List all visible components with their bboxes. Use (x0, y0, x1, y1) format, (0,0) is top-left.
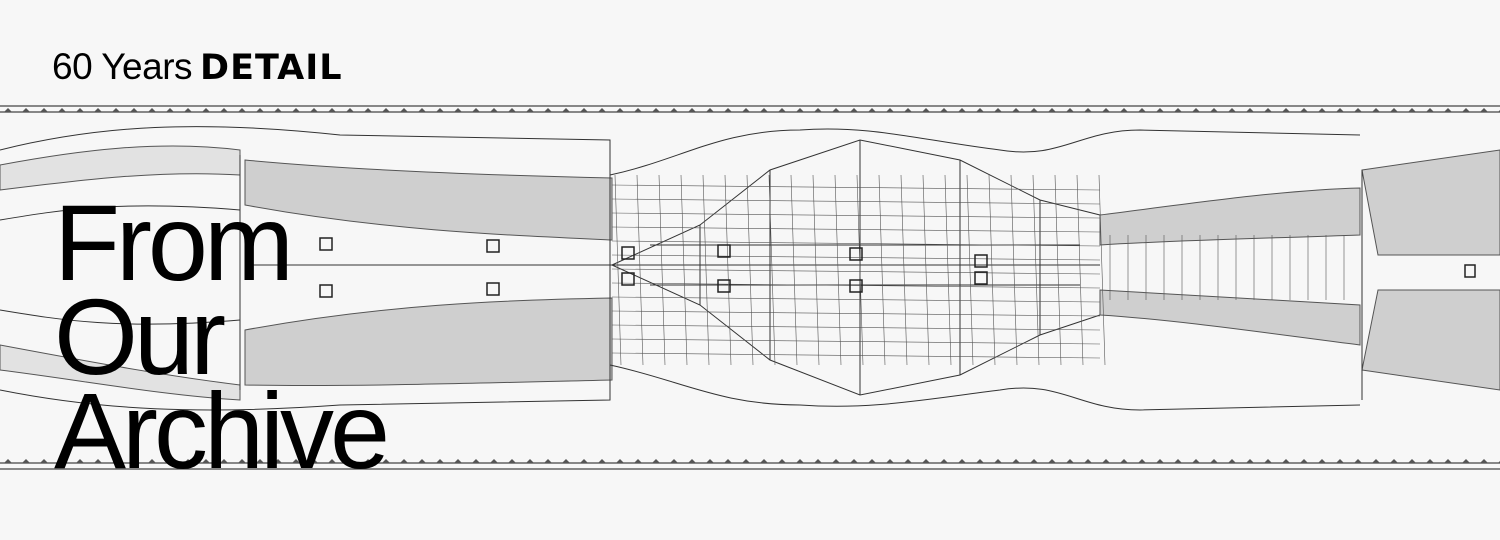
plan-outline (0, 126, 1363, 411)
rail-scallops (4, 108, 1500, 463)
headline-line-3: Archive (54, 370, 390, 491)
kicker-prefix: 60 Years (52, 46, 193, 87)
headline-line-2: Our (54, 276, 226, 397)
plan-columns (319, 237, 1476, 298)
brand-logo-detail: DETAIL (200, 48, 343, 88)
hatched-areas (0, 145, 1500, 401)
headline: From Our Archive (54, 182, 390, 491)
headline-line-1: From (54, 182, 294, 303)
plan-grid (611, 174, 1345, 366)
